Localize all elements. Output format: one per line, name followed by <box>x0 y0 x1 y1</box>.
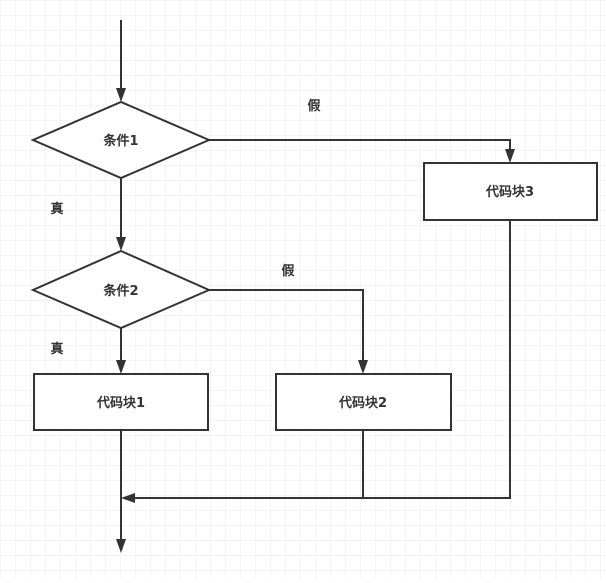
edge-block1-to-end <box>116 430 126 553</box>
condition-1-node[interactable]: 条件1 <box>30 100 212 180</box>
edge-cond1-false-to-block3 <box>209 139 515 163</box>
edge-block3-merge <box>121 220 511 503</box>
cond2-false-label: 假 <box>281 263 295 279</box>
code-block-2-label: 代码块2 <box>338 395 387 411</box>
edge-cond2-false-to-block2 <box>209 289 368 374</box>
edge-start-to-cond1 <box>116 20 126 102</box>
edge-cond2-true-to-block1 <box>116 328 126 374</box>
condition-2-node[interactable]: 条件2 <box>30 249 212 330</box>
cond1-true-label: 真 <box>50 201 63 217</box>
code-block-2-node[interactable]: 代码块2 <box>275 373 452 431</box>
condition-1-label: 条件1 <box>103 133 138 149</box>
cond2-true-label: 真 <box>50 341 63 357</box>
code-block-3-label: 代码块3 <box>485 184 534 200</box>
condition-2-label: 条件2 <box>103 283 138 299</box>
cond1-false-label: 假 <box>307 98 321 114</box>
code-block-1-node[interactable]: 代码块1 <box>33 373 209 431</box>
code-block-1-label: 代码块1 <box>96 395 145 411</box>
code-block-3-node[interactable]: 代码块3 <box>423 162 598 221</box>
edge-cond1-true-to-cond2 <box>116 178 126 251</box>
